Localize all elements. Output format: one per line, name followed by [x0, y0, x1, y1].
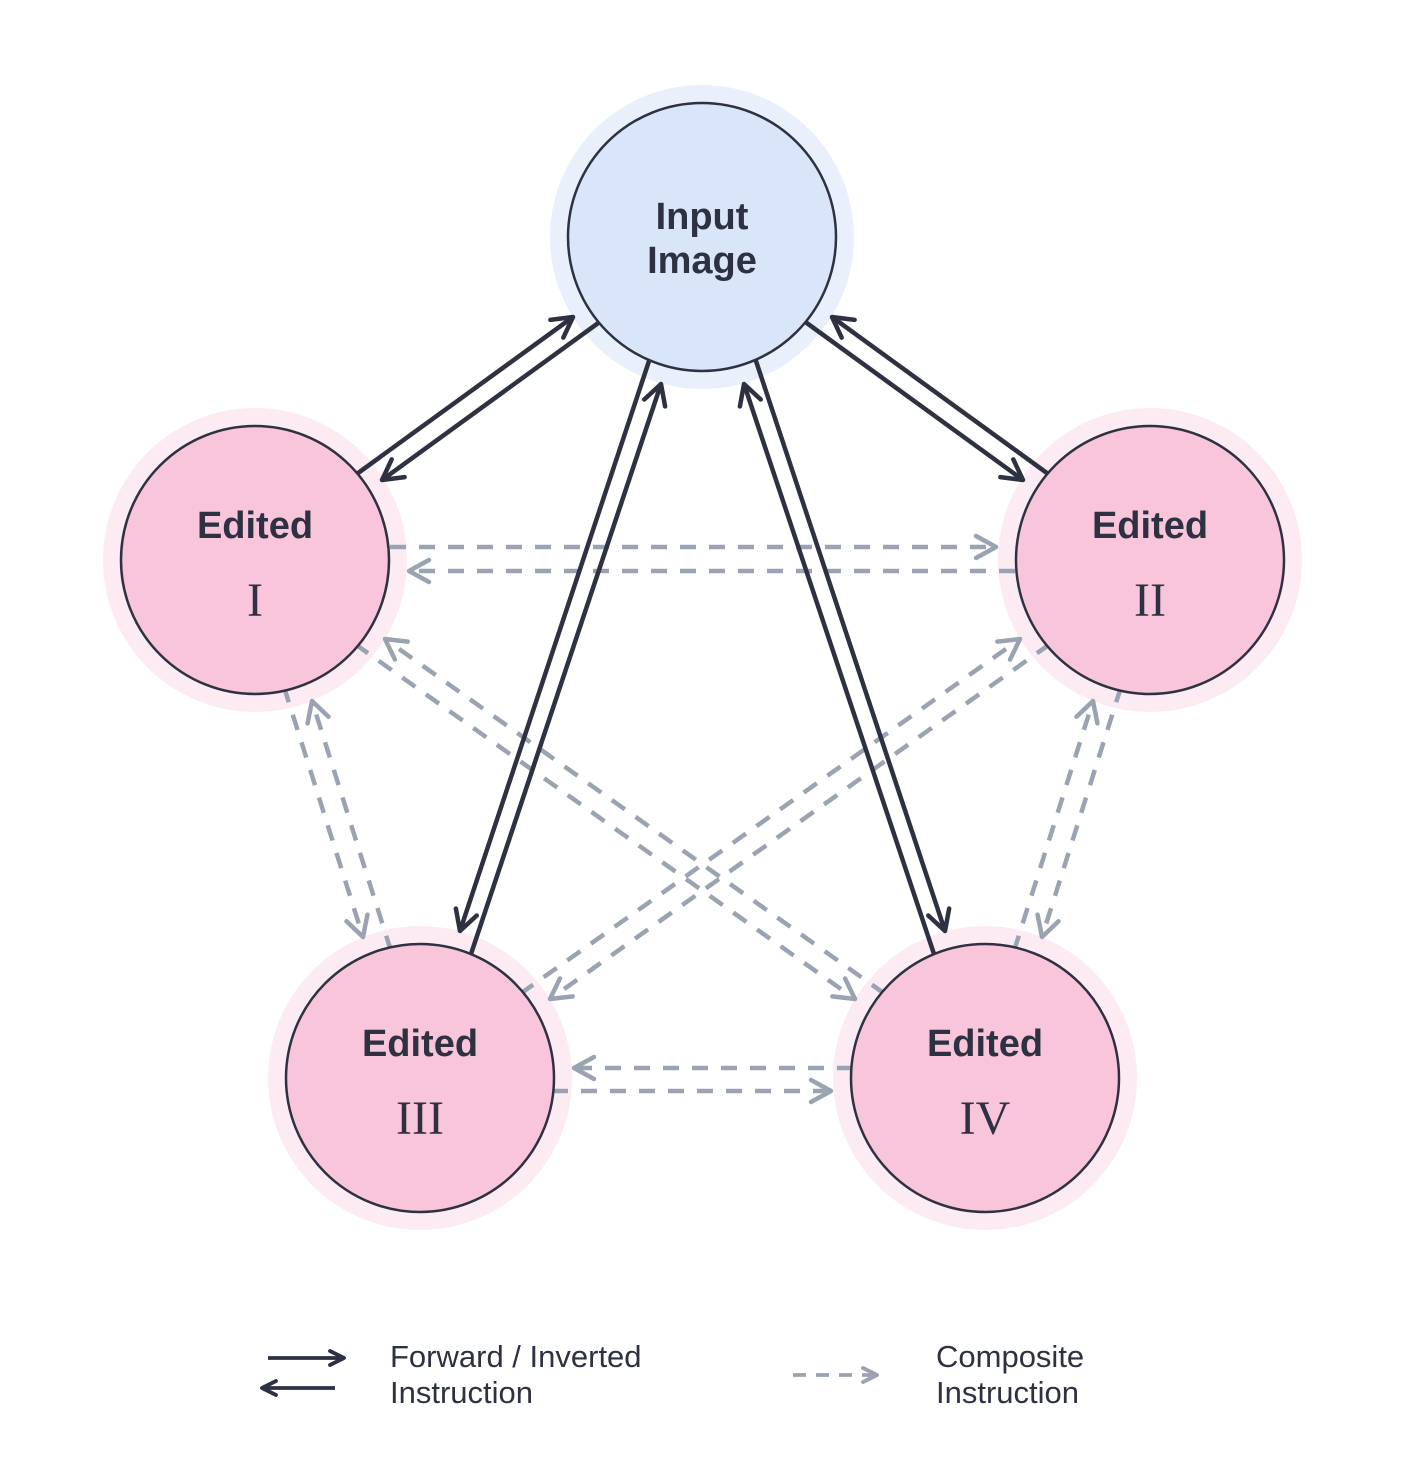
edge-input-to-edited4 [752, 357, 952, 934]
edge-edited4-to-edited1 [382, 636, 887, 996]
legend-composite-label-line1: Composite [936, 1339, 1084, 1374]
legend: Forward / Inverted Instruction Composite… [260, 1339, 1084, 1410]
edge-input-to-edited2 [802, 319, 1026, 483]
input-image-circle [566, 101, 838, 373]
edited2-numeral: II [1134, 574, 1166, 627]
node-edited3: Edited III [284, 942, 556, 1214]
edited1-numeral: I [247, 574, 263, 627]
edited3-numeral: III [396, 1092, 444, 1145]
edge-edited3-to-edited2 [518, 636, 1023, 996]
legend-forward-label-line2: Instruction [390, 1375, 533, 1410]
edited3-label: Edited [362, 1023, 478, 1065]
edge-edited4-to-input [737, 381, 938, 958]
legend-forward-inverted: Forward / Inverted Instruction [260, 1339, 642, 1410]
edited1-label: Edited [197, 505, 313, 547]
edited2-circle [1014, 424, 1286, 696]
edge-edited1-to-edited3 [281, 686, 370, 940]
input-image-label-line2: Image [647, 240, 757, 282]
edge-input-to-edited1 [379, 319, 603, 483]
legend-composite-label-line2: Instruction [936, 1375, 1079, 1410]
edge-edited4-to-edited2 [1011, 698, 1100, 952]
edge-edited3-to-edited1 [305, 698, 394, 952]
edge-edited2-to-edited4 [1035, 686, 1124, 940]
edited4-circle [849, 942, 1121, 1214]
edited3-circle [284, 942, 556, 1214]
edge-edited2-to-input [829, 314, 1053, 478]
edge-edited1-to-input [352, 314, 576, 478]
edited2-label: Edited [1092, 505, 1208, 547]
composite-instruction-edges [281, 533, 1124, 1105]
forward-inverted-edges [352, 314, 1053, 958]
input-image-label-line1: Input [656, 196, 749, 238]
nodes: Input Image Edited I Edited II Edited II… [119, 101, 1286, 1214]
legend-forward-label-line1: Forward / Inverted [390, 1339, 642, 1374]
edited4-numeral: IV [960, 1092, 1011, 1145]
edge-edited2-to-edited3 [547, 642, 1052, 1002]
edge-input-to-edited3 [453, 357, 653, 934]
edge-edited1-to-edited4 [353, 642, 858, 1002]
edited4-label: Edited [927, 1023, 1043, 1065]
node-input-image: Input Image [566, 101, 838, 373]
edge-edited3-to-input [467, 381, 668, 958]
legend-composite: Composite Instruction [793, 1339, 1084, 1410]
node-edited2: Edited II [1014, 424, 1286, 696]
edited1-circle [119, 424, 391, 696]
node-edited1: Edited I [119, 424, 391, 696]
node-edited4: Edited IV [849, 942, 1121, 1214]
